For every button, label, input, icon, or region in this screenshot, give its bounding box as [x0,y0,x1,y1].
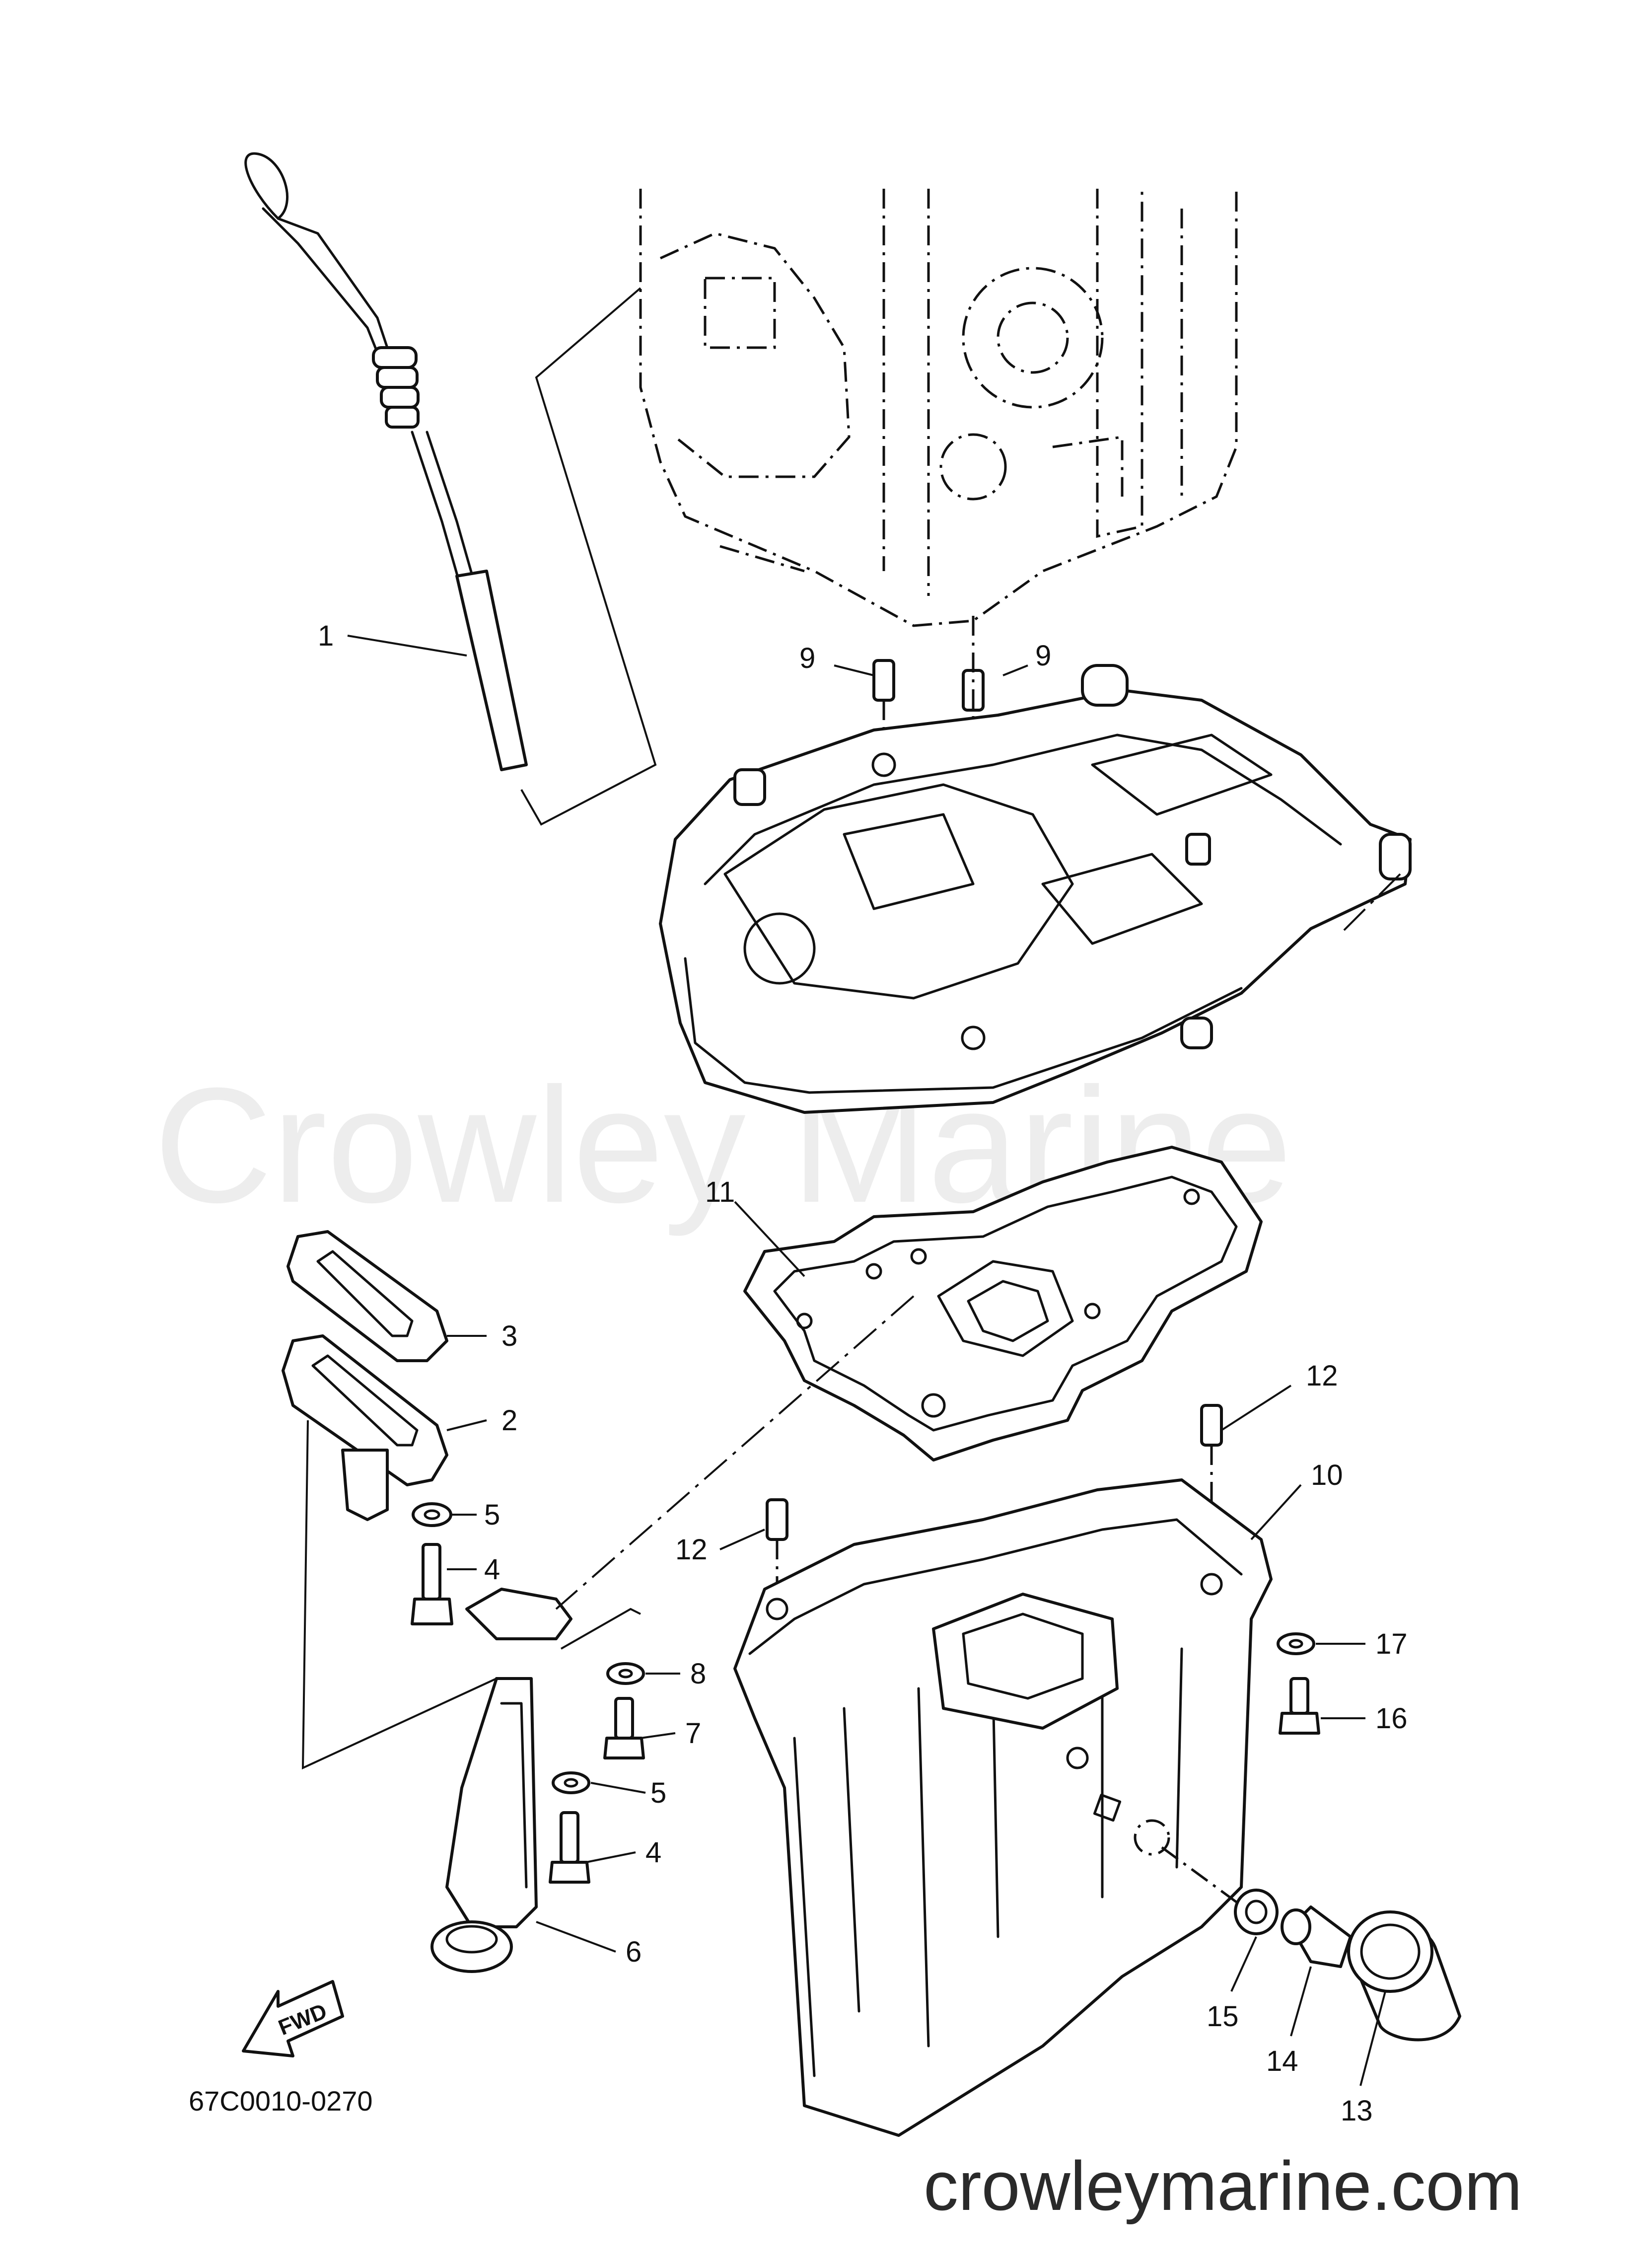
bolt-4-lower [549,1811,590,1884]
cap-13 [1347,1910,1461,2042]
gasket-15 [1234,1889,1279,1935]
callout-6: 6 [626,1936,642,1968]
washer-5-lower [552,1771,590,1794]
callout-1: 1 [318,620,334,652]
callout-4-lower: 4 [645,1836,661,1869]
callout-5-lower: 5 [650,1777,666,1809]
bolt-7 [603,1697,645,1759]
callout-7: 7 [685,1717,701,1750]
washer-17 [1277,1632,1315,1655]
callout-16: 16 [1375,1702,1408,1735]
bolt-4-upper [411,1543,453,1625]
callout-17: 17 [1375,1628,1408,1660]
website-text: crowleymarine.com [924,2147,1522,2225]
callout-4-upper: 4 [484,1553,500,1586]
drain-bolt-14 [1281,1905,1352,1968]
callout-3: 3 [501,1320,517,1352]
oil-strainer-cover-2 [282,1334,448,1521]
callout-9-left: 9 [799,642,815,674]
oil-strainer-6 [430,1588,572,1973]
callout-numbers: 1 9 9 11 3 2 5 4 8 7 5 4 6 12 12 10 17 1… [318,620,1408,2127]
oil-dipstick [244,152,528,771]
callout-8: 8 [690,1658,706,1690]
dipstick-reference-lines [520,287,657,826]
callout-15: 15 [1207,2000,1239,2033]
callout-13: 13 [1341,2095,1373,2127]
callout-11: 11 [705,1176,735,1208]
callout-12-right: 12 [1306,1360,1338,1392]
engine-block-phantom [639,189,1238,627]
assembly-reference-lines [301,873,1401,1770]
bolt-16 [1279,1677,1320,1735]
callout-leaders [347,635,1386,2086]
washer-5-upper [412,1502,452,1527]
callout-9-right: 9 [1035,640,1051,672]
diagram-code: 67C0010-0270 [189,2085,373,2117]
callout-2: 2 [501,1404,517,1437]
callout-14: 14 [1266,2045,1298,2077]
washer-8 [606,1662,645,1685]
callout-10: 10 [1311,1459,1343,1491]
forward-direction-arrow: FWD [242,1980,344,2057]
oil-pan-10 [733,1478,1273,2137]
gasket-3 [286,1230,448,1362]
callout-12-left: 12 [675,1534,708,1566]
exhaust-guide-plate [659,664,1412,1114]
callout-5-upper: 5 [484,1499,500,1531]
gasket-11 [743,1146,1263,1462]
